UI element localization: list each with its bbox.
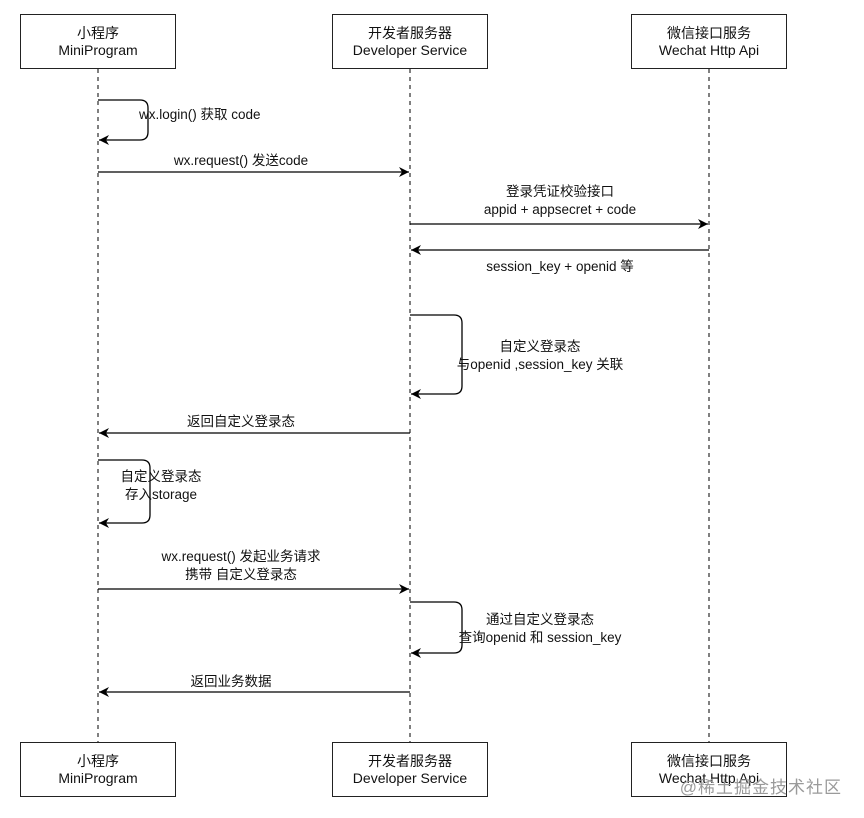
message-line: 通过自定义登录态: [486, 612, 594, 627]
message-line: wx.login() 获取 code: [139, 107, 261, 122]
message-line: 自定义登录态: [120, 469, 202, 484]
participant-name-cn: 开发者服务器: [368, 24, 452, 41]
message-line: 返回业务数据: [190, 674, 272, 689]
self-arrow-m7: [98, 459, 151, 528]
participant-name-cn: 微信接口服务: [667, 24, 751, 41]
message-line: 与openid ,session_key 关联: [456, 357, 624, 372]
participant-name-en: MiniProgram: [58, 41, 138, 58]
participant-miniprogram-bottom: 小程序 MiniProgram: [20, 742, 176, 797]
message-business-request: wx.request() 发起业务请求 携带 自定义登录态: [110, 548, 372, 584]
participant-developer-service-top: 开发者服务器 Developer Service: [332, 14, 488, 69]
message-code2session: 登录凭证校验接口 appid + appsecret + code: [440, 183, 680, 219]
participant-name-en: Wechat Http Api: [658, 41, 760, 58]
message-return-login-state: 返回自定义登录态: [110, 413, 372, 431]
message-custom-login-state: 自定义登录态 与openid ,session_key 关联: [430, 338, 650, 374]
message-query-openid: 通过自定义登录态 查询openid 和 session_key: [430, 611, 650, 647]
message-wx-login: wx.login() 获取 code: [139, 106, 261, 124]
participant-developer-service-bottom: 开发者服务器 Developer Service: [332, 742, 488, 797]
message-line: 携带 自定义登录态: [185, 567, 297, 582]
message-line: 存入storage: [124, 487, 198, 502]
participant-name-en: Wechat Http Api: [658, 769, 760, 786]
message-store-storage: 自定义登录态 存入storage: [106, 468, 216, 504]
participant-name-cn: 小程序: [77, 24, 119, 41]
participant-name-en: Developer Service: [352, 41, 468, 58]
self-arrow-m9: [410, 601, 463, 658]
self-arrow-m1: [98, 99, 149, 145]
message-return-business-data: 返回业务数据: [100, 673, 362, 691]
message-line: session_key + openid 等: [486, 259, 634, 274]
message-line: 查询openid 和 session_key: [458, 630, 622, 645]
participant-miniprogram-top: 小程序 MiniProgram: [20, 14, 176, 69]
participant-name-cn: 开发者服务器: [368, 752, 452, 769]
message-line: wx.request() 发起业务请求: [161, 549, 321, 564]
watermark: @稀土掘金技术社区: [679, 778, 842, 797]
message-line: 返回自定义登录态: [187, 414, 295, 429]
participant-name-cn: 微信接口服务: [667, 752, 751, 769]
message-line: 登录凭证校验接口: [506, 184, 614, 199]
message-line: 自定义登录态: [499, 339, 581, 354]
participant-name-en: Developer Service: [352, 769, 468, 786]
self-arrow-m5: [410, 314, 463, 399]
message-line: wx.request() 发送code: [173, 153, 309, 168]
participant-wechat-api-top: 微信接口服务 Wechat Http Api: [631, 14, 787, 69]
message-send-code: wx.request() 发送code: [110, 152, 372, 170]
participant-name-cn: 小程序: [77, 752, 119, 769]
participant-name-en: MiniProgram: [58, 769, 138, 786]
participant-wechat-api-bottom: 微信接口服务 Wechat Http Api: [631, 742, 787, 797]
message-line: appid + appsecret + code: [483, 202, 637, 217]
message-session-key: session_key + openid 等: [440, 258, 680, 276]
